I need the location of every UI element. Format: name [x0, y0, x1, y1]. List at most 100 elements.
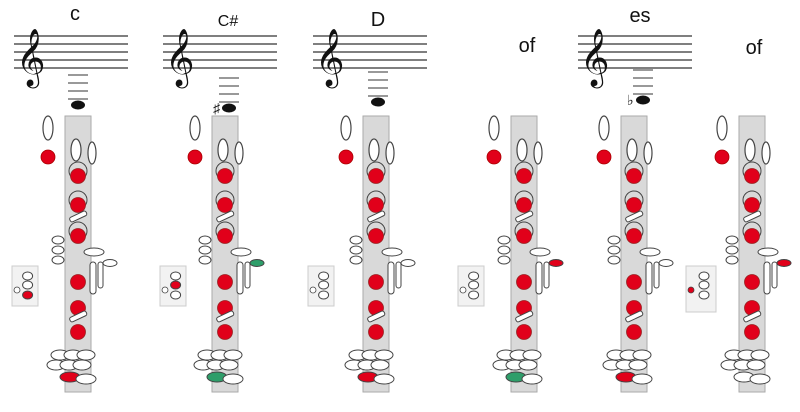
tone-hole-6	[368, 324, 384, 340]
cluster-key	[497, 255, 511, 265]
long-lever	[395, 261, 402, 289]
tone-hole-3	[217, 228, 233, 244]
trill-key-upper	[761, 141, 771, 165]
thumb-hole	[338, 149, 354, 165]
pinky-key	[522, 349, 542, 361]
inset-key	[698, 280, 710, 290]
pinky-key	[72, 359, 92, 371]
tone-hole-6	[516, 324, 532, 340]
note-head	[222, 103, 236, 113]
register-key	[368, 138, 380, 162]
tone-hole-2	[626, 197, 642, 213]
note-label: es	[629, 5, 650, 27]
side-key	[69, 310, 88, 323]
thumb-hole	[596, 149, 612, 165]
cluster-key	[349, 245, 363, 255]
treble-clef: 𝄞	[315, 29, 345, 89]
tone-hole-3	[626, 228, 642, 244]
tone-hole-2	[217, 197, 233, 213]
tone-hole-3	[516, 228, 532, 244]
side-lever-key	[102, 259, 118, 267]
register-key	[217, 138, 229, 162]
pinky-key	[374, 349, 394, 361]
thumb-key	[716, 115, 728, 141]
pinky-key	[632, 349, 652, 361]
inset-key	[170, 290, 182, 300]
treble-clef: 𝄞	[165, 29, 195, 89]
cluster-key	[607, 235, 621, 245]
low-pinky-key	[75, 373, 97, 385]
lever-key	[639, 247, 661, 257]
note-label: of	[746, 37, 763, 59]
trill-key-upper	[643, 141, 653, 165]
side-lever-key	[400, 259, 416, 267]
trill-key-upper	[533, 141, 543, 165]
thumb-key	[488, 115, 500, 141]
pinky-key	[628, 359, 648, 371]
tone-hole-3	[368, 228, 384, 244]
register-key	[626, 138, 638, 162]
thumb-key	[42, 115, 54, 141]
tone-hole-4	[217, 274, 233, 290]
tone-hole-4	[368, 274, 384, 290]
tone-hole-2	[516, 197, 532, 213]
inset-key	[698, 290, 710, 300]
treble-clef: 𝄞	[580, 29, 610, 89]
tone-hole-4	[70, 274, 86, 290]
inset-key	[468, 290, 480, 300]
cluster-key	[51, 245, 65, 255]
inset-side-key	[687, 286, 695, 294]
trill-key-upper	[87, 141, 97, 165]
treble-clef: 𝄞	[16, 29, 46, 89]
long-lever	[645, 261, 653, 295]
inset-key	[22, 290, 34, 300]
tone-hole-3	[70, 228, 86, 244]
side-key	[515, 210, 534, 223]
fingering-chart-4: of	[457, 35, 564, 393]
long-lever	[387, 261, 395, 295]
sharp-sign: ♯	[213, 100, 221, 116]
inset-side-key	[309, 286, 317, 294]
cluster-key	[349, 235, 363, 245]
inset-key	[468, 271, 480, 281]
thumb-hole	[187, 149, 203, 165]
inset-key	[170, 280, 182, 290]
side-key	[367, 210, 386, 223]
trill-key-upper	[385, 141, 395, 165]
pinky-key	[518, 359, 538, 371]
register-key	[516, 138, 528, 162]
thumb-hole	[714, 149, 730, 165]
tone-hole-6	[626, 324, 642, 340]
cluster-key	[198, 245, 212, 255]
thumb-key	[598, 115, 610, 141]
pinky-key	[750, 349, 770, 361]
low-pinky-key	[373, 373, 395, 385]
long-lever	[236, 261, 244, 295]
side-key	[367, 310, 386, 323]
side-key	[625, 210, 644, 223]
fingering-chart-3: D𝄞	[307, 9, 427, 393]
cluster-key	[725, 255, 739, 265]
lever-key	[381, 247, 403, 257]
thumb-key	[340, 115, 352, 141]
fingering-chart-2: C#𝄞♯	[159, 13, 277, 393]
tone-hole-1	[744, 168, 760, 184]
low-key-inset	[685, 265, 717, 313]
note-label: c	[70, 3, 80, 25]
cluster-key	[607, 245, 621, 255]
low-pinky-key	[631, 373, 653, 385]
register-key	[70, 138, 82, 162]
inset-key	[22, 271, 34, 281]
lever-key	[83, 247, 105, 257]
low-pinky-key	[521, 373, 543, 385]
note-head	[371, 97, 385, 107]
tone-hole-4	[626, 274, 642, 290]
cluster-key	[349, 255, 363, 265]
long-lever	[653, 261, 660, 289]
long-lever	[771, 261, 778, 289]
tone-hole-2	[70, 197, 86, 213]
cluster-key	[497, 245, 511, 255]
cluster-key	[725, 235, 739, 245]
side-lever-key	[776, 259, 792, 267]
